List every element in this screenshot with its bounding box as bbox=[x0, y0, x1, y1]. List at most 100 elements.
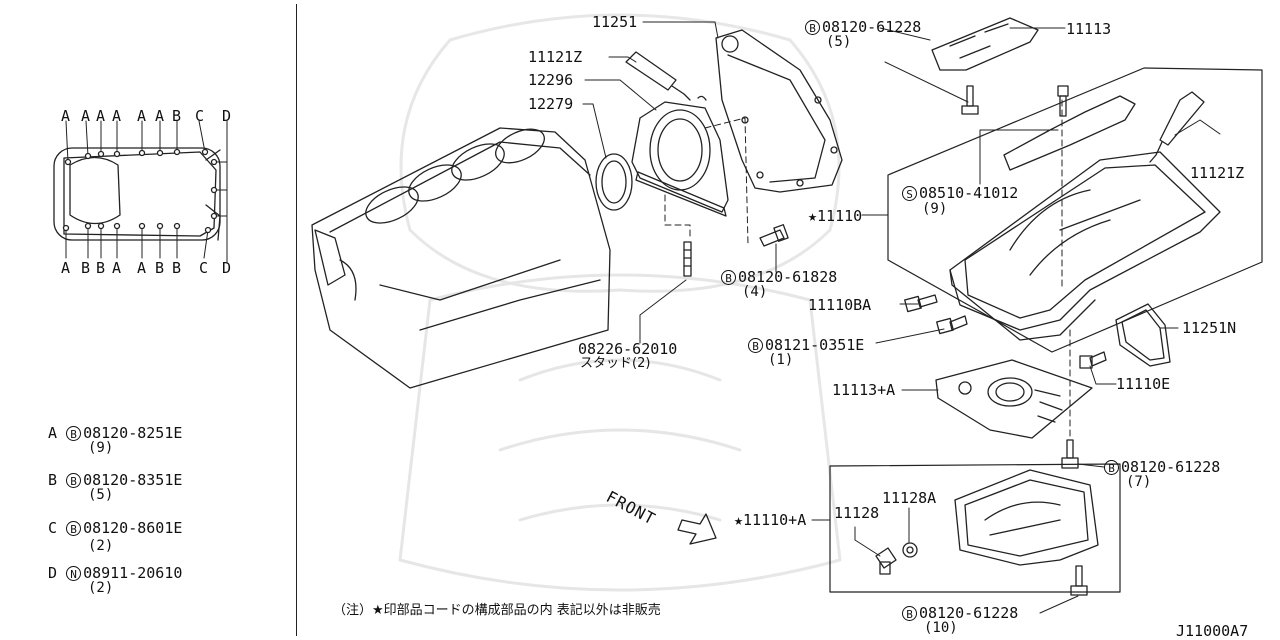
sealant-tube-left bbox=[625, 51, 707, 101]
legend-qty: (2) bbox=[88, 580, 114, 596]
bolt-map-bottom-letter: D bbox=[222, 259, 232, 277]
legend-part-number: 08911-20610 bbox=[83, 564, 183, 582]
bolt-symbol-icon: B bbox=[66, 426, 82, 441]
bolt-map-top-letter: A bbox=[61, 107, 71, 125]
bolt-map-bottom-letter: B bbox=[96, 259, 106, 277]
cover-plate-11251n bbox=[1115, 303, 1171, 367]
callout-11121z-right[interactable]: 11121Z bbox=[1190, 164, 1245, 182]
callout-11251[interactable]: 11251 bbox=[592, 13, 638, 31]
legend-qty: (5) bbox=[88, 487, 114, 503]
callout-11110a[interactable]: ★11110+A bbox=[734, 511, 807, 529]
bolt-map-bottom-letter: C bbox=[199, 259, 209, 277]
bolt-map-bottom-letter: A bbox=[61, 259, 71, 277]
footnote: （注）★印部品コードの構成部品の内 表記以外は非販売 bbox=[333, 603, 661, 618]
dashed-guides bbox=[664, 99, 1071, 441]
upper-oil-pan-frame bbox=[887, 67, 1263, 353]
callout-08226-62010[interactable]: 08226-62010 bbox=[578, 340, 678, 358]
callout-qty: (5) bbox=[826, 34, 852, 50]
callout-qty: (9) bbox=[922, 201, 948, 217]
vertical-divider bbox=[296, 4, 297, 636]
legend-qty: (2) bbox=[88, 538, 114, 554]
baffle-screw-08510 bbox=[1003, 85, 1136, 171]
bolt-map-top-letter: B bbox=[172, 107, 182, 125]
bolt-map-top-letter: A bbox=[96, 107, 106, 125]
bolt-08120-61228-mid bbox=[1061, 439, 1079, 469]
bolt-11110e bbox=[1079, 351, 1107, 369]
bolt-map-bottom-letter: B bbox=[155, 259, 165, 277]
bolt-map-top-letter: A bbox=[137, 107, 147, 125]
callout-11110e[interactable]: 11110E bbox=[1116, 375, 1171, 393]
callout-11128[interactable]: 11128 bbox=[834, 504, 880, 522]
leader-lines bbox=[582, 21, 1221, 614]
bolt-08120-61228-top bbox=[961, 85, 979, 115]
callout-11110ba[interactable]: 11110BA bbox=[808, 296, 872, 314]
bolt-map-top-letter: A bbox=[155, 107, 165, 125]
bolt-map-top-letter: A bbox=[81, 107, 91, 125]
lower-oil-pan-11110a bbox=[954, 469, 1099, 566]
bolt-symbol-icon: B bbox=[1104, 460, 1119, 475]
bolt-symbol-icon: B bbox=[902, 606, 917, 621]
bolt-map-bottom-letter: B bbox=[81, 259, 91, 277]
nut-symbol-icon: N bbox=[66, 566, 82, 581]
screw-symbol-icon: S bbox=[902, 186, 917, 201]
callout-12296[interactable]: 12296 bbox=[528, 71, 574, 89]
callout-qty: (10) bbox=[924, 620, 958, 636]
callout-11251n[interactable]: 11251N bbox=[1182, 319, 1237, 337]
callout-stud-qty: スタッド(2) bbox=[580, 356, 651, 371]
engine-block bbox=[311, 127, 611, 389]
callout-11113a[interactable]: 11113+A bbox=[832, 381, 896, 399]
seal-retainer-12296 bbox=[631, 101, 729, 217]
bolt-08120-61228-bot bbox=[1070, 565, 1088, 596]
bolt-symbol-icon: B bbox=[805, 20, 820, 35]
bolt-map-top-letter: C bbox=[195, 107, 205, 125]
washer-11128a bbox=[902, 542, 918, 558]
legend-part-number: 08120-8351E bbox=[83, 471, 183, 489]
baffle-plate-11113 bbox=[931, 17, 1039, 71]
callout-11121z-left[interactable]: 11121Z bbox=[528, 48, 583, 66]
callout-qty: (7) bbox=[1126, 474, 1152, 490]
callout-11113[interactable]: 11113 bbox=[1066, 20, 1112, 38]
stud-08226 bbox=[683, 241, 692, 277]
legend-part-number: 08120-8251E bbox=[83, 424, 183, 442]
bolt-map-bottom-letter: B bbox=[172, 259, 182, 277]
watermark-logo bbox=[398, 13, 842, 592]
bolt-symbol-icon: B bbox=[66, 473, 82, 488]
bolt-map-bottom-letter: A bbox=[112, 259, 122, 277]
rear-plate-11251 bbox=[715, 29, 843, 193]
bolt-map-bottom-letter: A bbox=[137, 259, 147, 277]
bolt-symbol-icon: B bbox=[66, 521, 82, 536]
bolt-symbol-icon: B bbox=[748, 338, 763, 353]
bolt-08121 bbox=[936, 315, 968, 335]
bolt-08120-61828 bbox=[759, 224, 789, 247]
callout-12279[interactable]: 12279 bbox=[528, 95, 574, 113]
bolt-map-top-letter: D bbox=[222, 107, 232, 125]
upper-oil-pan-11110 bbox=[949, 151, 1221, 341]
bolt-map-top-letter: A bbox=[112, 107, 122, 125]
baffle-plate-11113a bbox=[935, 359, 1093, 439]
legend-part-number: 08120-8601E bbox=[83, 519, 183, 537]
bolt-11110ba bbox=[904, 294, 938, 313]
bolt-symbol-icon: B bbox=[721, 270, 736, 285]
front-arrow bbox=[677, 513, 717, 545]
drain-plug-11128 bbox=[875, 547, 897, 575]
callout-qty: (1) bbox=[768, 352, 794, 368]
legend-qty: (9) bbox=[88, 440, 114, 456]
callout-11110[interactable]: ★11110 bbox=[808, 207, 863, 225]
callout-qty: (4) bbox=[742, 284, 768, 300]
oil-seal-12279 bbox=[595, 153, 633, 211]
diagram-reference: J11000A7 bbox=[1176, 622, 1249, 640]
sealant-tube-right bbox=[1149, 91, 1205, 163]
callout-11128a[interactable]: 11128A bbox=[882, 489, 937, 507]
